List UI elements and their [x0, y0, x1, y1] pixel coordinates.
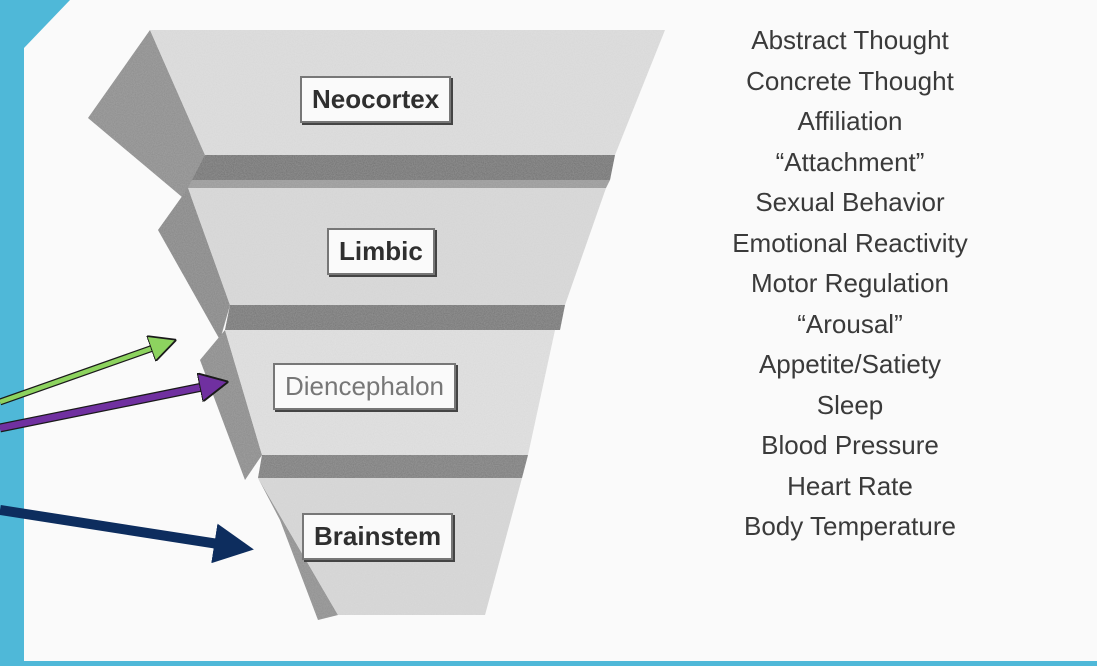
function-item: Concrete Thought — [650, 61, 1050, 102]
function-item: Abstract Thought — [650, 20, 1050, 61]
function-item: Affiliation — [650, 101, 1050, 142]
function-item: “Arousal” — [650, 304, 1050, 345]
neocortex-band-lower — [188, 180, 610, 188]
function-item: Sleep — [650, 385, 1050, 426]
diencephalon-label: Diencephalon — [273, 363, 456, 410]
brainstem-label: Brainstem — [302, 513, 453, 560]
function-item: Heart Rate — [650, 466, 1050, 507]
function-list: Abstract Thought Concrete Thought Affili… — [650, 20, 1050, 547]
function-item: “Attachment” — [650, 142, 1050, 183]
function-item: Motor Regulation — [650, 263, 1050, 304]
limbic-band — [225, 305, 565, 330]
diencephalon-band — [258, 455, 528, 478]
neocortex-band — [192, 155, 615, 180]
function-item: Body Temperature — [650, 506, 1050, 547]
function-item: Emotional Reactivity — [650, 223, 1050, 264]
function-item: Sexual Behavior — [650, 182, 1050, 223]
neocortex-label: Neocortex — [300, 76, 451, 123]
function-item: Appetite/Satiety — [650, 344, 1050, 385]
function-item: Blood Pressure — [650, 425, 1050, 466]
limbic-label: Limbic — [327, 228, 435, 275]
